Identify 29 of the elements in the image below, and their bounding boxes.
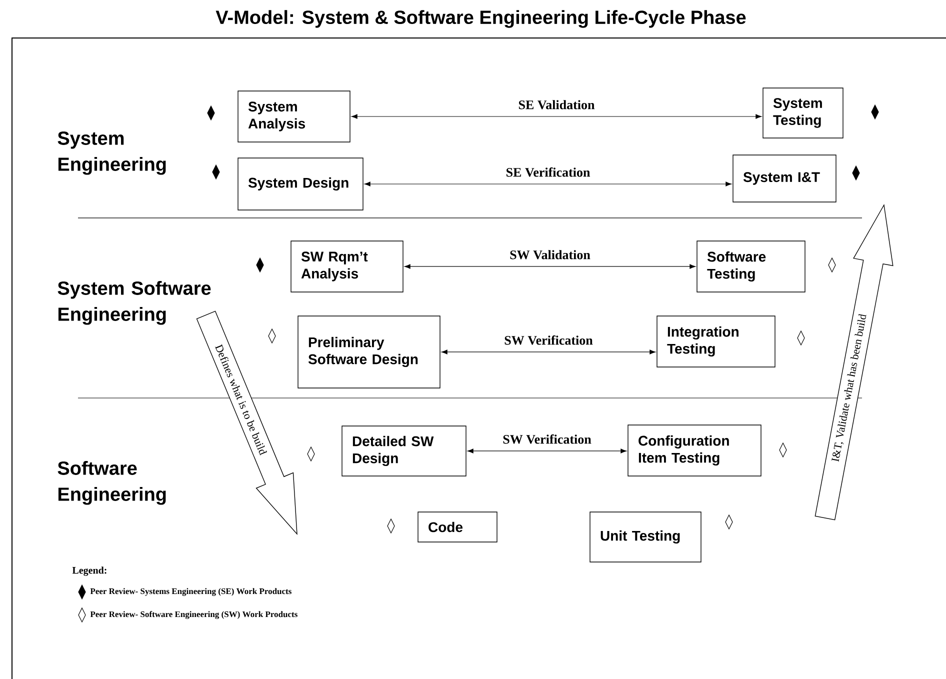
process-box: System I&T xyxy=(732,154,836,202)
direction-arrow-label: Defines what is to be build xyxy=(215,344,268,456)
process-box: Software Testing xyxy=(696,240,806,292)
section-heading: Software Engineering xyxy=(58,461,166,505)
process-box: Integration Testing xyxy=(656,316,776,368)
process-box: System Design xyxy=(238,158,364,210)
arrow xyxy=(441,350,656,354)
process-box: Detailed SW Design xyxy=(342,426,466,476)
section-heading: System Software Engineering xyxy=(58,281,211,325)
process-box: Preliminary Software Design xyxy=(298,316,440,388)
process-box: System Testing xyxy=(762,88,844,138)
edge-label: SW Verification xyxy=(503,434,592,444)
arrow xyxy=(467,448,627,454)
edge-label: SW Verification xyxy=(504,335,593,345)
arrow xyxy=(404,264,696,269)
process-box: SW Rqm’t Analysis xyxy=(290,240,404,292)
section-heading: System Engineering xyxy=(58,132,166,175)
arrow xyxy=(351,114,762,119)
edge-label: SE Validation xyxy=(518,100,595,110)
arrow xyxy=(364,182,732,186)
title: V-Model: System & Software Engineering Life-Cycle Phase xyxy=(216,10,746,28)
legend-title: Legend: xyxy=(72,566,106,576)
process-box: Code xyxy=(418,512,498,542)
edge-label: SE Verification xyxy=(506,167,590,177)
process-box: System Analysis xyxy=(238,90,350,142)
process-box: Configuration Item Testing xyxy=(628,424,762,476)
edge-label: SW Validation xyxy=(510,250,590,260)
process-box: Unit Testing xyxy=(590,512,702,562)
direction-arrow-label: I&T, Validate what has been build xyxy=(832,314,866,462)
